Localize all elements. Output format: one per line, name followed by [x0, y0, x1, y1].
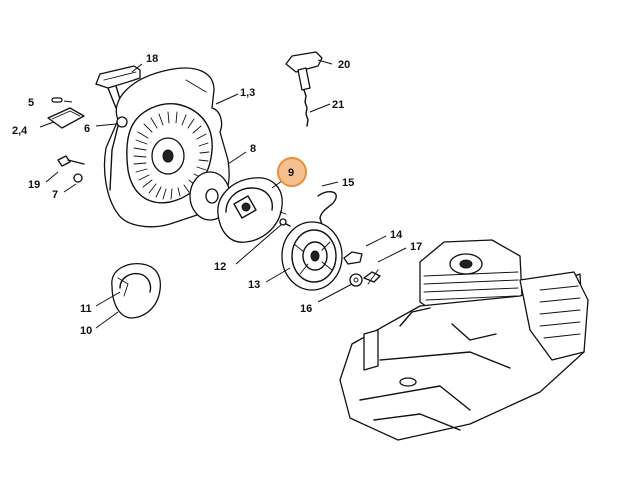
- guide-bush-part: [116, 116, 128, 128]
- callout-12: 12: [214, 261, 226, 273]
- fastener-parts: [57, 155, 85, 183]
- callout-7: 7: [52, 189, 58, 201]
- callout-2-4: 2,4: [12, 125, 28, 137]
- engine-block: [339, 239, 589, 441]
- flywheel-cover-part: [111, 263, 162, 319]
- callout-16: 16: [300, 303, 312, 315]
- spring-housing-part: [217, 177, 287, 243]
- callout-9[interactable]: 9: [288, 167, 294, 179]
- callout-19: 19: [28, 179, 40, 191]
- highlight-marker[interactable]: [277, 157, 307, 187]
- callout-14: 14: [390, 229, 403, 241]
- callout-labels: 18 5 2,4 6 1,3 20 21 8 9 19 7 15 14 17 1…: [12, 53, 422, 337]
- starter-rope-part: [303, 89, 309, 127]
- callout-5: 5: [28, 97, 34, 109]
- rope-grip-part: [285, 51, 323, 91]
- callout-6: 6: [84, 123, 90, 135]
- callout-11: 11: [80, 303, 92, 315]
- pin-part: [51, 97, 63, 103]
- rope-rotor-part: [281, 221, 343, 291]
- rope-section-part: [317, 191, 337, 233]
- callout-15: 15: [342, 177, 354, 189]
- callout-13: 13: [248, 279, 260, 291]
- pawl-part: [343, 251, 363, 265]
- callout-1-3: 1,3: [240, 87, 255, 99]
- screw-part: [279, 218, 291, 227]
- leader-lines: [39, 59, 407, 329]
- plate-part: [47, 107, 85, 129]
- callout-10: 10: [80, 325, 92, 337]
- callout-18: 18: [146, 53, 158, 65]
- callout-20: 20: [338, 59, 350, 71]
- spring-clip-part: [363, 269, 381, 285]
- small-washer-part: [349, 273, 363, 287]
- callout-21: 21: [332, 99, 344, 111]
- callout-17: 17: [410, 241, 422, 253]
- callout-8: 8: [250, 143, 256, 155]
